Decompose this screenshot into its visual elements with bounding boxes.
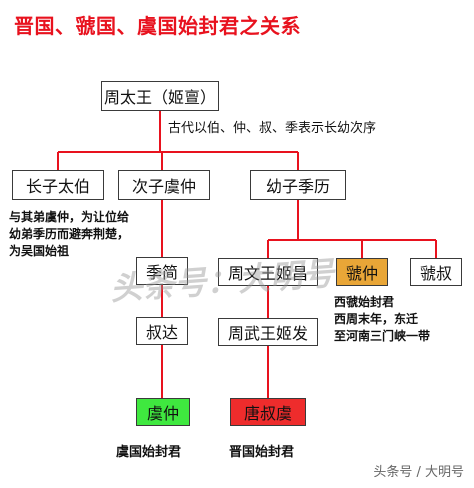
credit-text: 头条号 / 大明号 [373,465,464,480]
node-yuzhong-green: 虞仲 [136,398,190,426]
node-youzi-jili: 幼子季历 [250,170,346,200]
note-taibo-line1: 与其弟虞仲，为让位给 [9,210,130,224]
note-guo-line2: 西周末年，东迁 [334,312,419,326]
note-guo-line1: 西虢始封君 [334,295,395,309]
node-guozhong: 虢仲 [336,258,388,286]
node-tang-shuyu: 唐叔虞 [230,398,306,426]
node-zhou-taiwang: 周太王（姬亶） [101,81,219,111]
note-guo-line3: 至河南三门峡一带 [334,329,431,343]
caption-yu: 虞国始封君 [116,445,182,460]
diagram-title: 晋国、虢国、虞国始封君之关系 [14,14,301,38]
note-taibo-line2: 幼弟季历而避奔荆楚， [9,227,130,241]
note-taibo-line3: 为吴国始祖 [9,244,70,258]
node-zhou-wuwang: 周武王姬发 [218,318,318,346]
node-jijian: 季简 [136,257,188,285]
node-shuda: 叔达 [136,317,188,345]
node-cizi-yuzhong: 次子虞仲 [118,170,210,200]
node-zhou-wenwang: 周文王姬昌 [218,258,318,286]
node-zhangzi-taibo: 长子太伯 [12,170,104,200]
note-order: 古代以伯、仲、叔、季表示长幼次序 [168,121,377,136]
node-guoshu: 虢叔 [410,258,462,286]
caption-jin: 晋国始封君 [229,445,295,460]
